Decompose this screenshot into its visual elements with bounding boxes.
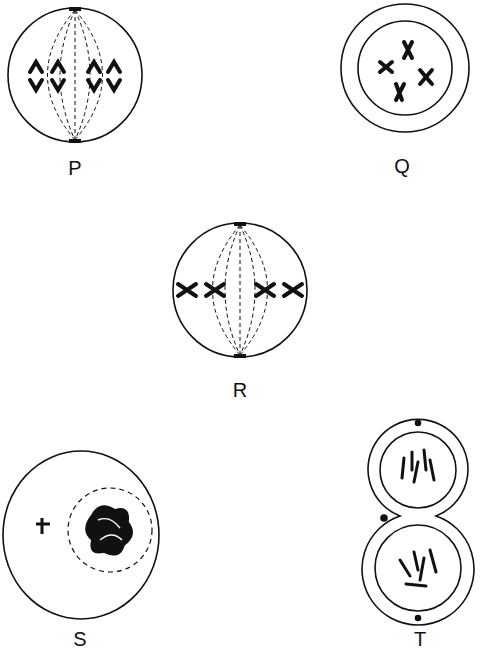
stage-letter: Q: [394, 156, 410, 176]
stage-letter: T: [414, 629, 426, 649]
stage-letter: S: [73, 629, 86, 649]
stage-letter: P: [68, 158, 81, 178]
stage-letter: R: [233, 380, 247, 400]
